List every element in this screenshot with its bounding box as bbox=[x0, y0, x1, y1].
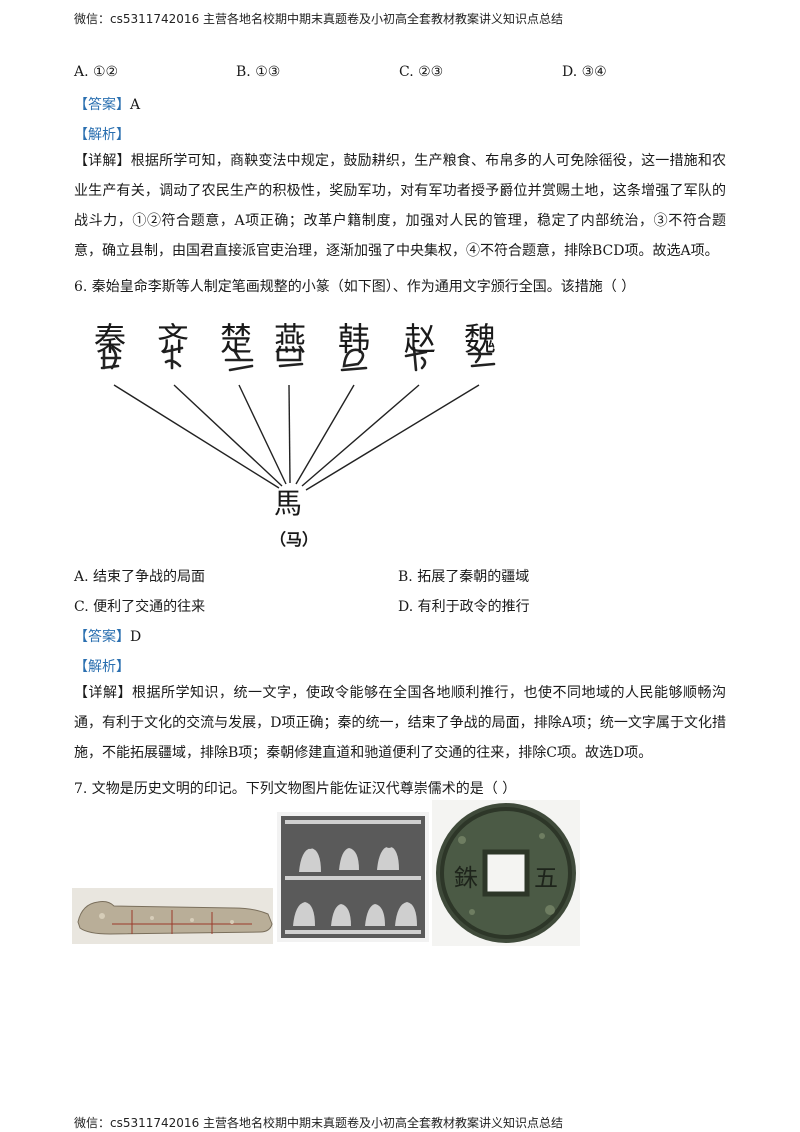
q6-option-a[interactable]: A. 结束了争战的局面 bbox=[74, 569, 206, 585]
state-char-wei: 魏 bbox=[464, 320, 497, 358]
detail-text: 根据所学可知，商鞅变法中规定，鼓励耕织，生产粮食、布帛多的人可免除徭役，这一措施… bbox=[74, 153, 727, 259]
seal-horse-glyph: 馬 bbox=[274, 487, 303, 520]
coin-char-zhu: 銖 bbox=[454, 864, 478, 892]
q5-option-c[interactable]: C. ②③ bbox=[399, 64, 444, 80]
q7-stem: 7. 文物是历史文明的印记。下列文物图片能佐证汉代尊崇儒术的是（ ） bbox=[74, 781, 517, 797]
q5-option-d[interactable]: D. ③④ bbox=[562, 64, 607, 80]
q6-option-d[interactable]: D. 有利于政令的推行 bbox=[398, 599, 530, 615]
wuzhu-coin-image: 銖 五 bbox=[432, 800, 580, 946]
q5-analysis-tag: 【解析】 bbox=[74, 127, 130, 143]
q6-stem: 6. 秦始皇命李斯等人制定笔画规整的小篆（如下图）、作为通用文字颁行全国。该措施… bbox=[74, 279, 636, 295]
jade-burial-suit-image bbox=[72, 888, 273, 944]
state-char-qin: 秦 bbox=[94, 320, 127, 358]
q5-option-a[interactable]: A. ①② bbox=[74, 64, 119, 80]
q6-option-b[interactable]: B. 拓展了秦朝的疆域 bbox=[398, 569, 530, 585]
figure-caption: （马） bbox=[270, 530, 319, 549]
q5-detail: 【详解】根据所学可知，商鞅变法中规定，鼓励耕织，生产粮食、布帛多的人可免除徭役，… bbox=[74, 146, 726, 266]
q6-analysis-tag: 【解析】 bbox=[74, 659, 130, 675]
q5-answer: 【答案】A bbox=[74, 94, 140, 114]
state-char-qi: 齐 bbox=[157, 320, 190, 358]
han-stone-relief-image bbox=[277, 812, 429, 942]
state-char-yan: 燕 bbox=[274, 320, 307, 358]
coin-char-wu: 五 bbox=[534, 864, 558, 892]
q6-option-c[interactable]: C. 便利了交通的往来 bbox=[74, 599, 206, 615]
state-char-zhao: 赵 bbox=[404, 320, 437, 358]
convergence-lines bbox=[100, 344, 496, 491]
answer-value: A bbox=[130, 97, 141, 113]
q5-options: A. ①② B. ①③ C. ②③ D. ③④ bbox=[74, 64, 734, 84]
detail-text: 根据所学知识，统一文字，使政令能够在全国各地顺利推行，也使不同地域的人民能够顺畅… bbox=[74, 685, 726, 761]
page-header: 微信：cs5311742016 主营各地名校期中期末真题卷及小初高全套教材教案讲… bbox=[74, 12, 564, 26]
q6-answer: 【答案】D bbox=[74, 626, 141, 646]
detail-tag: 【详解】 bbox=[74, 685, 132, 701]
page-footer: 微信：cs5311742016 主营各地名校期中期末真题卷及小初高全套教材教案讲… bbox=[74, 1116, 564, 1130]
state-char-han: 韩 bbox=[338, 320, 371, 358]
answer-value: D bbox=[130, 629, 142, 645]
answer-tag: 【答案】 bbox=[74, 629, 130, 645]
seal-script-figure: 秦 齐 楚 燕 韩 赵 魏 馬 （马） bbox=[74, 300, 534, 555]
detail-tag: 【详解】 bbox=[74, 153, 131, 169]
q6-detail: 【详解】根据所学知识，统一文字，使政令能够在全国各地顺利推行，也使不同地域的人民… bbox=[74, 678, 726, 768]
state-char-chu: 楚 bbox=[220, 320, 253, 358]
answer-tag: 【答案】 bbox=[74, 97, 130, 113]
q5-option-b[interactable]: B. ①③ bbox=[236, 64, 281, 80]
